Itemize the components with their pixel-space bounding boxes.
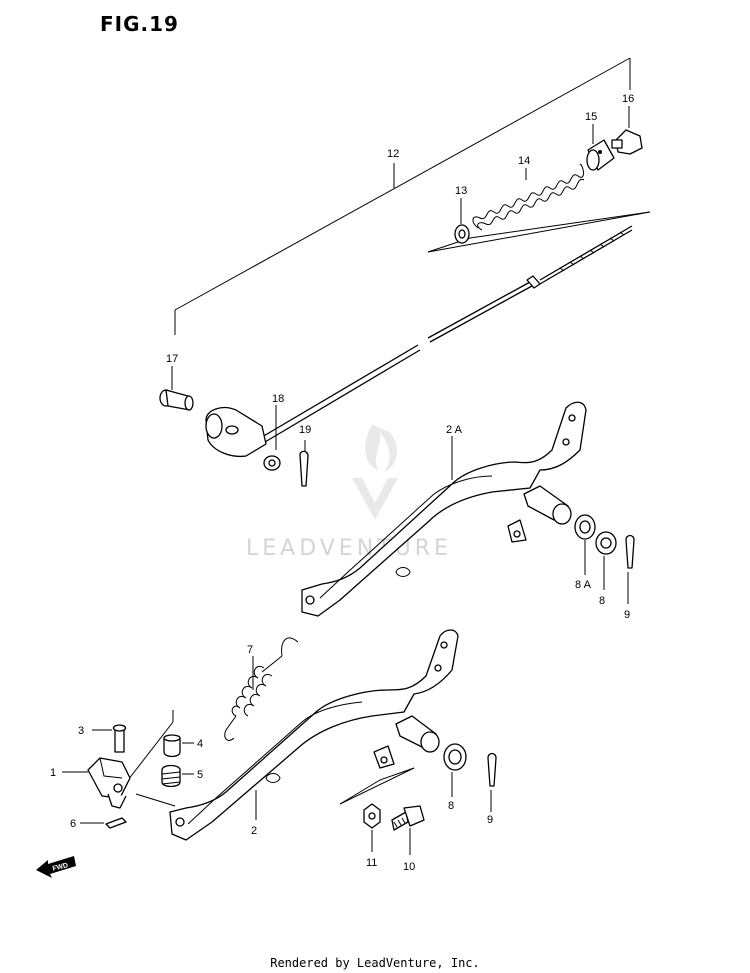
- fwd-arrow-icon: FWD: [36, 856, 76, 878]
- watermark-text: LEADVENTURE: [246, 536, 452, 561]
- washer-8-lower: [443, 743, 467, 797]
- spring-14: [472, 163, 585, 231]
- watermark-logo: [352, 425, 398, 520]
- brake-rod: [261, 225, 633, 443]
- part-label-5: 5: [197, 769, 203, 781]
- part-label-3: 3: [78, 725, 84, 737]
- bolt-10: [391, 805, 425, 855]
- part-label-11: 11: [366, 857, 377, 869]
- rod-clevis: [205, 406, 267, 458]
- part-label-1: 1: [50, 767, 56, 779]
- pedal-pad-1: [62, 757, 131, 809]
- part-label-8a: 8 A: [575, 579, 592, 591]
- part-label-9-lower: 9: [487, 814, 493, 826]
- part-label-2: 2: [251, 825, 257, 837]
- part-label-17: 17: [166, 353, 178, 365]
- bushing-8a: [574, 514, 596, 575]
- cable-assembly-bracket: [174, 57, 631, 335]
- part-label-2a: 2 A: [446, 424, 463, 436]
- part-label-12: 12: [387, 148, 399, 160]
- fwd-label: FWD: [52, 862, 69, 873]
- nut-16: [611, 129, 643, 155]
- part-label-15: 15: [585, 111, 597, 123]
- part-label-6: 6: [70, 818, 76, 830]
- brake-pedal-2: [169, 629, 459, 841]
- cotter-pin-9-upper: [625, 534, 635, 604]
- part-label-8-upper: 8: [599, 595, 605, 607]
- joint-15: [586, 139, 615, 171]
- cotter-pin-19: [299, 440, 309, 487]
- part-label-13: 13: [455, 185, 467, 197]
- nut-11: [363, 803, 381, 852]
- part-label-10: 10: [403, 861, 415, 873]
- part-label-8-lower: 8: [448, 800, 454, 812]
- bolt-group-bracket: [339, 767, 415, 805]
- pedal-pad-bracket: [127, 710, 176, 807]
- part-label-7: 7: [247, 644, 253, 656]
- return-spring-7: [224, 637, 299, 741]
- spring-5: [161, 764, 194, 788]
- cotter-pin-6: [80, 817, 127, 829]
- figure-title: FIG.19: [100, 12, 179, 36]
- washer-13: [454, 224, 470, 244]
- pin-3: [92, 724, 127, 753]
- part-label-16: 16: [622, 93, 634, 105]
- washer-8-upper: [595, 531, 617, 590]
- part-label-14: 14: [518, 155, 530, 167]
- pin-17: [159, 389, 194, 411]
- part-label-19: 19: [299, 424, 311, 436]
- cotter-pin-9-lower: [487, 752, 497, 812]
- part-label-4: 4: [197, 738, 203, 750]
- part-label-9-upper: 9: [624, 609, 630, 621]
- brake-pedal-2a: [301, 401, 587, 617]
- washer-18: [263, 405, 281, 471]
- part-label-18: 18: [272, 393, 284, 405]
- bushing-4: [163, 734, 194, 758]
- footer-credit: Rendered by LeadVenture, Inc.: [270, 956, 480, 970]
